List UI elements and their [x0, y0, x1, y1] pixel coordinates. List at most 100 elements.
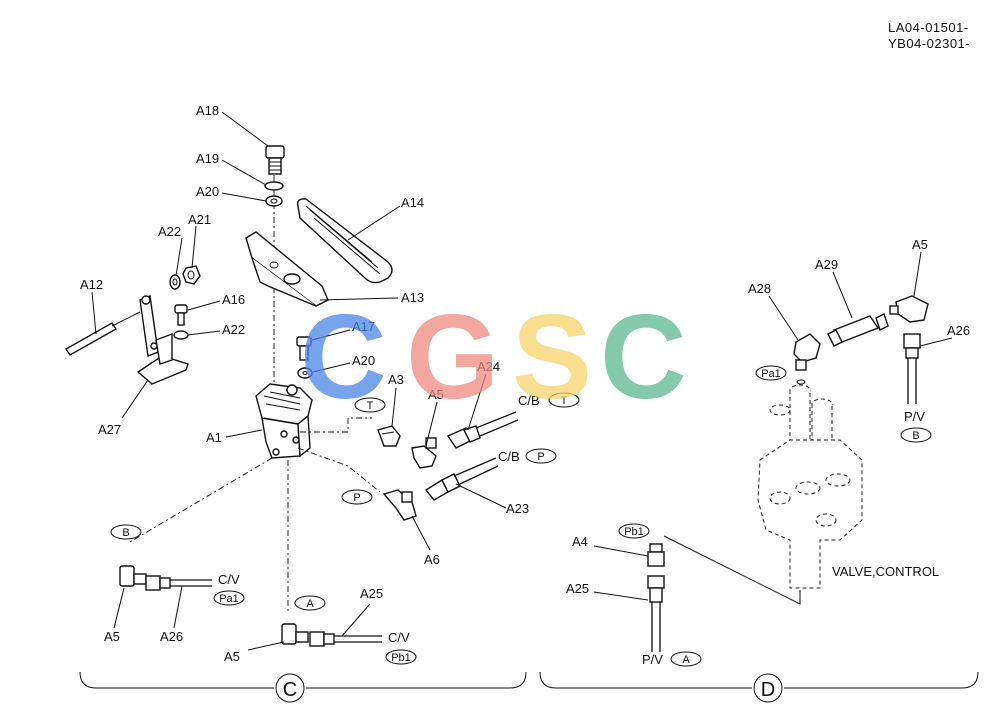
label-a27: A27 [98, 422, 121, 437]
elbow-a5-top [889, 295, 929, 323]
port-p: P [353, 492, 360, 504]
section-c: C [283, 679, 297, 701]
label-a22-top: A22 [158, 224, 181, 239]
label-a6: A6 [424, 552, 440, 567]
section-marker-d [753, 673, 783, 703]
oval-cb-t [548, 392, 580, 408]
cv-pa1-text: C/V [218, 572, 240, 587]
washer-a19 [264, 181, 284, 191]
label-a5-mid: A5 [428, 387, 444, 402]
line-pb1-valve [663, 535, 801, 605]
adapter-a3 [377, 425, 401, 447]
port-a: A [306, 598, 314, 610]
watermark-letter-c2: C [600, 290, 687, 424]
label-a24: A24 [477, 359, 500, 374]
washer-a22-mid [173, 330, 189, 340]
bolt-a18 [265, 145, 285, 175]
hose-fitting-a23 [424, 457, 499, 501]
elbow-a28 [793, 333, 821, 385]
label-a3: A3 [388, 372, 404, 387]
port-t: T [367, 400, 374, 412]
elbow-a6 [382, 489, 417, 521]
line-b-port [129, 457, 273, 543]
leader-lines-right [593, 251, 953, 601]
label-a29: A29 [815, 257, 838, 272]
section-brace-c [79, 671, 527, 689]
oval-port-b [110, 524, 142, 540]
pedal-pad-a14 [296, 198, 393, 284]
pv-a-text: P/V [642, 652, 663, 667]
label-a13: A13 [401, 290, 424, 305]
label-a21: A21 [188, 212, 211, 227]
port-pb1: Pb1 [624, 526, 644, 538]
cb-t-text: C/B [518, 393, 540, 408]
label-a5-top: A5 [912, 237, 928, 252]
cv-pb1-text: C/V [388, 630, 410, 645]
label-a5-bottom: A5 [224, 649, 240, 664]
model-code-1: LA04-01501- [888, 20, 969, 35]
nut-a20-top [265, 195, 283, 207]
oval-port-pb1 [618, 523, 650, 539]
oval-cv-pa1 [213, 590, 245, 606]
rod-a12 [64, 311, 141, 356]
oval-port-t [354, 397, 386, 413]
label-a26-right: A26 [947, 323, 970, 338]
hose-fitting-a26-lower-left [145, 575, 212, 591]
label-a14: A14 [401, 195, 424, 210]
nut-a20-mid [297, 367, 313, 379]
cv-pa1-oval: Pa1 [219, 593, 239, 605]
watermark-letter-c1: C [300, 290, 387, 424]
section-d: D [761, 679, 775, 701]
line-p-port [297, 447, 381, 493]
bracket-a27 [136, 295, 189, 385]
pv-a-oval: A [682, 654, 690, 666]
label-a19: A19 [196, 151, 219, 166]
label-a26-lower-left: A26 [160, 629, 183, 644]
section-marker-c [275, 673, 305, 703]
oval-cv-pb1 [385, 649, 417, 665]
label-a25-right: A25 [566, 581, 589, 596]
elbow-a5-mid [411, 437, 437, 469]
bolt-a17 [296, 336, 312, 361]
watermark: C G S C [300, 290, 687, 424]
label-a17: A17 [352, 319, 375, 334]
label-a22-mid: A22 [222, 322, 245, 337]
adapter-a29 [827, 313, 889, 347]
pilot-valve-a1 [255, 383, 313, 459]
adapter-a4 [647, 543, 665, 567]
label-a18: A18 [196, 103, 219, 118]
watermark-letter-g: G [406, 290, 499, 424]
model-code-2: YB04-02301- [888, 36, 970, 51]
leader-lines-left [91, 111, 507, 651]
washer-a22-top [169, 274, 181, 290]
label-a5-lower-left: A5 [104, 629, 120, 644]
hose-fitting-a25-right [647, 575, 665, 652]
label-a25-bottom: A25 [360, 586, 383, 601]
cb-p-text: C/B [498, 449, 520, 464]
elbow-a5-lower-left [119, 565, 147, 587]
port-b: B [122, 527, 129, 539]
oval-port-pa1 [755, 365, 787, 381]
elbow-a5-bottom [281, 623, 309, 645]
pv-b-oval: B [912, 430, 919, 442]
cb-t-oval: T [561, 395, 568, 407]
label-a28: A28 [748, 281, 771, 296]
hose-fitting-a26-right [903, 333, 921, 404]
label-a1: A1 [206, 430, 222, 445]
label-a4: A4 [572, 534, 588, 549]
oval-port-p [341, 489, 373, 505]
oval-pv-b [900, 427, 932, 443]
port-pa1: Pa1 [761, 368, 781, 380]
bolt-a16 [174, 304, 188, 326]
valve-label: VALVE,CONTROL [832, 564, 939, 579]
watermark-letter-s: S [512, 290, 592, 424]
oval-cb-p [525, 448, 557, 464]
section-brace-d [539, 671, 979, 689]
nut-a21 [182, 265, 201, 285]
label-a16: A16 [222, 292, 245, 307]
oval-port-a [294, 595, 326, 611]
cv-pb1-oval: Pb1 [391, 652, 411, 664]
oval-pv-a [670, 651, 702, 667]
hose-fitting-a25-bottom [309, 631, 382, 647]
